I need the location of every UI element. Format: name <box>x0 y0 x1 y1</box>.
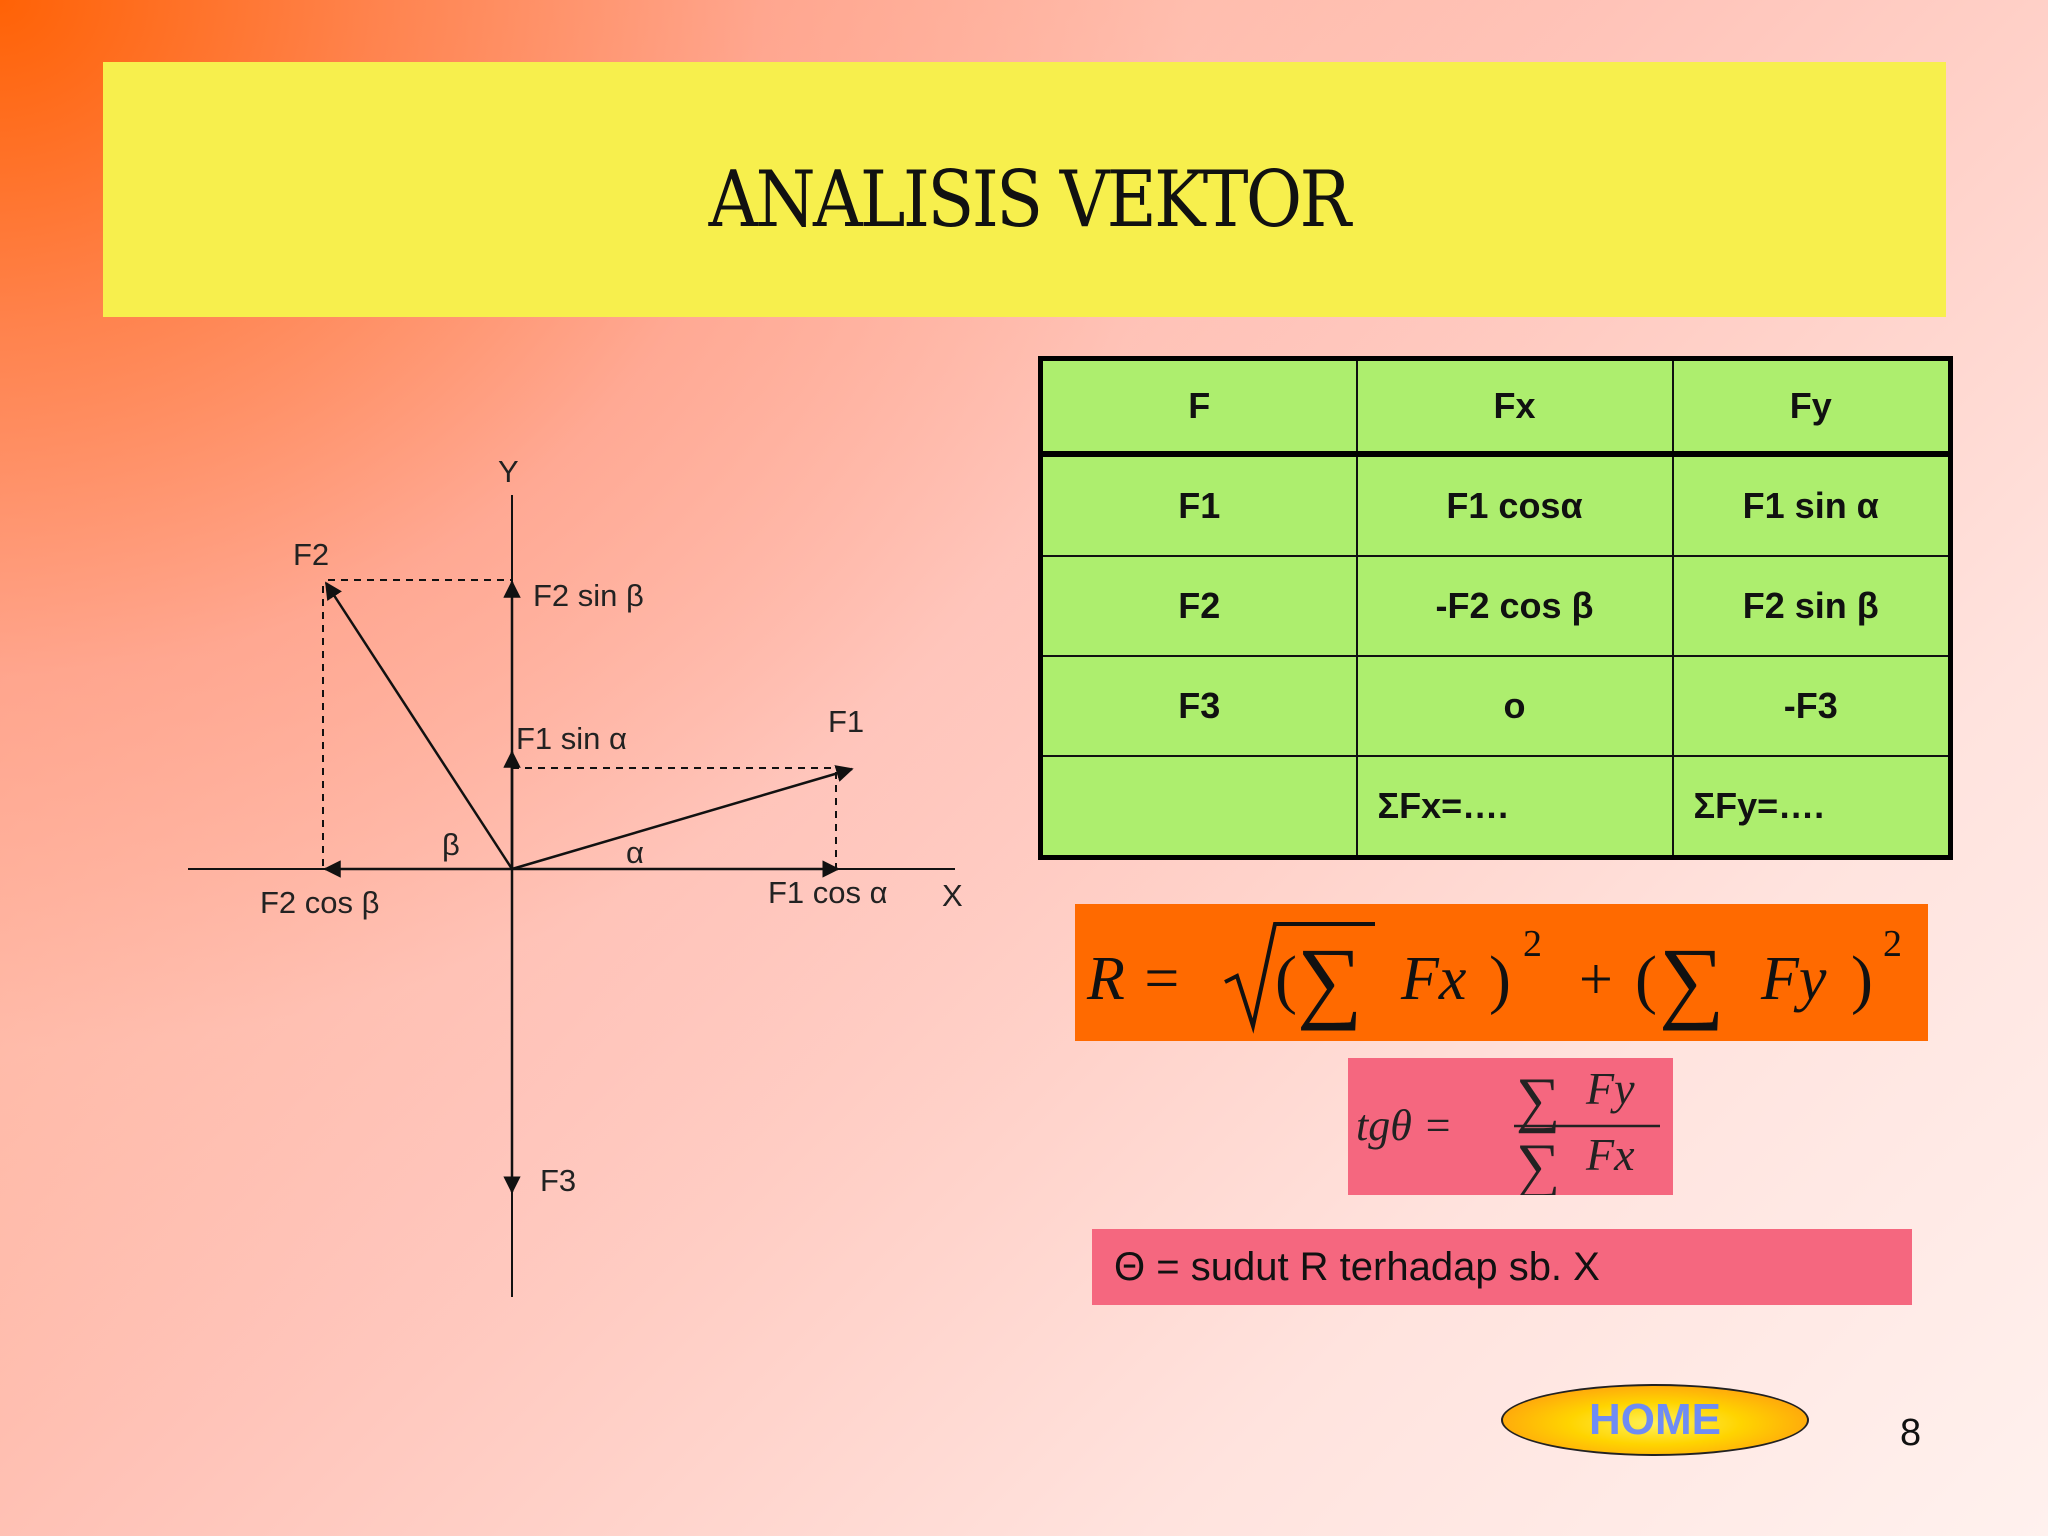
table-cell: F2 <box>1039 555 1358 657</box>
formula-tg-sum-den: ∑ <box>1516 1132 1560 1195</box>
f2-vector <box>324 581 514 870</box>
f1-label: F1 <box>828 704 864 739</box>
f2-cos-label: F2 cos β <box>260 885 379 920</box>
f2-label: F2 <box>293 537 329 572</box>
table-cell: o <box>1355 655 1674 757</box>
header-fy: Fy <box>1671 357 1952 455</box>
table-cell: F1 <box>1039 453 1358 557</box>
slide-title: ANALISIS VEKTOR <box>708 154 1352 245</box>
f1-sin-label: F1 sin α <box>516 721 627 756</box>
table-cell: -F3 <box>1671 655 1952 757</box>
formula-r-open2: ( <box>1635 943 1657 1016</box>
formula-r-var2: Fy <box>1760 945 1827 1013</box>
tangent-formula: tgθ = ∑ Fy ∑ Fx <box>1348 1058 1673 1200</box>
table-cell <box>1039 755 1358 859</box>
formula-r-plus: + <box>1579 946 1613 1012</box>
table-cell: -F2 cos β <box>1355 555 1674 657</box>
formula-tg-lhs: tgθ = <box>1356 1101 1453 1150</box>
table-row: F2 -F2 cos β F2 sin β <box>1039 555 1952 657</box>
formula-r-sum2: ∑ <box>1659 929 1725 1031</box>
sum-fx-cell: ΣFx=…. <box>1355 755 1674 859</box>
table-cell: F3 <box>1039 655 1358 757</box>
table-cell: F2 sin β <box>1671 555 1952 657</box>
vector-components-table: F Fx Fy F1 F1 cosα F1 sin α F2 -F2 cos β… <box>1038 356 1953 860</box>
sum-fy-cell: ΣFy=…. <box>1671 755 1952 859</box>
table-row: F1 F1 cosα F1 sin α <box>1039 453 1952 557</box>
beta-label: β <box>442 827 460 862</box>
f1-vector <box>511 765 854 871</box>
formula-r-close1: ) <box>1489 943 1511 1016</box>
table-cell: F1 sin α <box>1671 453 1952 557</box>
page-number: 8 <box>1900 1412 1922 1454</box>
f3-label: F3 <box>540 1163 576 1198</box>
home-button[interactable]: HOME <box>1501 1384 1809 1456</box>
formula-r-exp2: 2 <box>1883 923 1902 965</box>
table-row: F3 o -F3 <box>1039 655 1952 757</box>
formula-tg-numerator: Fy <box>1585 1063 1635 1114</box>
formula-r-lhs: R = <box>1086 945 1182 1013</box>
f1-cos-label: F1 cos α <box>768 875 888 910</box>
x-axis-label: X <box>942 878 963 913</box>
formula-r-open1: ( <box>1275 943 1297 1016</box>
alpha-label: α <box>626 835 644 870</box>
vector-diagram: Y X F2 F2 sin β F1 F1 sin α β α F2 cos β… <box>188 454 963 1297</box>
formula-r-close2: ) <box>1851 943 1873 1016</box>
radical-sign <box>1224 922 1375 1034</box>
table-header-row: F Fx Fy <box>1039 357 1952 455</box>
title-band: ANALISIS VEKTOR <box>103 62 1946 317</box>
header-fx: Fx <box>1355 357 1674 455</box>
y-axis-label: Y <box>498 454 519 489</box>
formula-r-exp1: 2 <box>1523 923 1542 965</box>
formula-tg-denominator: Fx <box>1585 1129 1635 1180</box>
theta-definition: Θ = sudut R terhadap sb. X <box>1092 1229 1912 1305</box>
table-cell: F1 cosα <box>1355 453 1674 557</box>
formula-r-sum1: ∑ <box>1297 929 1363 1031</box>
header-f: F <box>1039 357 1358 455</box>
formula-r-var1: Fx <box>1400 945 1467 1013</box>
table-row-sum: ΣFx=…. ΣFy=…. <box>1039 755 1952 859</box>
resultant-formula: R = ( ∑ Fx ) 2 + ( ∑ Fy ) 2 <box>1075 904 1928 1041</box>
f2-sin-label: F2 sin β <box>533 578 644 613</box>
formula-tg-sum-num: ∑ <box>1516 1066 1560 1134</box>
